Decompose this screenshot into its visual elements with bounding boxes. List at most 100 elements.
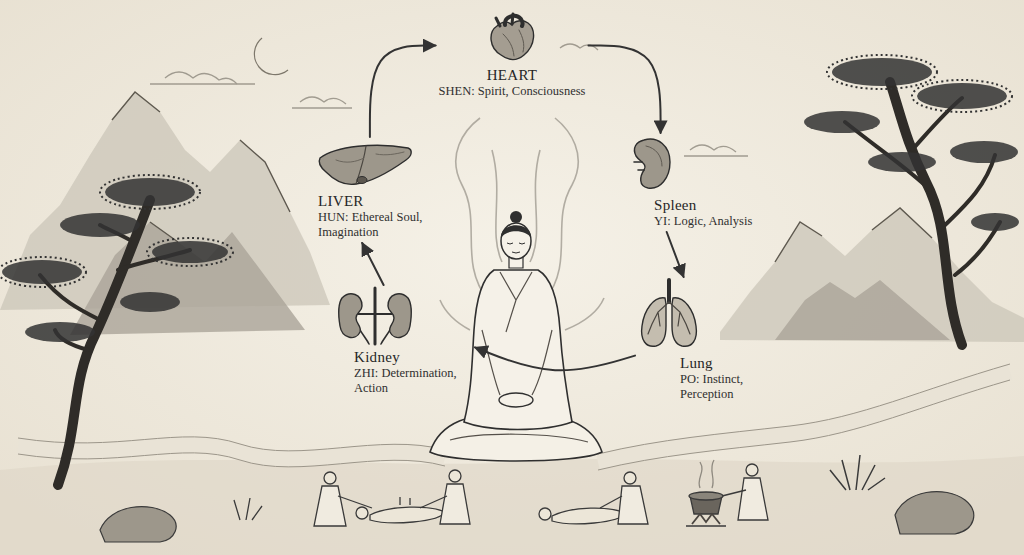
- organ-function: HUN: Ethereal Soul, Imagination: [318, 210, 470, 240]
- pine-tree: [0, 257, 86, 287]
- acupuncture-scene: [449, 470, 461, 482]
- organ-half: [375, 294, 411, 344]
- ink-cloud: [300, 97, 346, 104]
- organ-stroke: [648, 302, 669, 334]
- meditating-figure: [501, 223, 531, 259]
- rock-and-grass: [830, 455, 885, 490]
- organ-stroke: [672, 298, 696, 346]
- cycle-arrows: [362, 46, 683, 371]
- organ-stroke: [642, 298, 666, 346]
- qi-swirl: [492, 150, 502, 262]
- organ-stroke: [667, 280, 671, 302]
- organ-name: LIVER: [318, 192, 470, 210]
- organ-stroke: [374, 288, 377, 344]
- distant-mountains: [775, 280, 950, 340]
- organ-node: HEARTSHEN: Spirit, Consciousness: [439, 10, 586, 99]
- meditating-figure: [430, 211, 602, 461]
- organ-stroke: [319, 145, 411, 184]
- acupuncture-scene: [440, 484, 470, 524]
- organ-function: PO: Instinct, Perception: [680, 372, 790, 402]
- qi-swirl: [456, 118, 488, 300]
- ink-cloud: [690, 145, 736, 152]
- ground-wash: [0, 456, 1024, 555]
- pine-tree: [0, 175, 233, 485]
- organ-icon: [638, 280, 700, 350]
- herbal-cooking-scene: [699, 460, 714, 488]
- organ-node: LungPO: Instinct, Perception: [638, 280, 790, 402]
- rock-and-grass: [100, 507, 176, 542]
- pine-tree: [804, 55, 1019, 345]
- organ-stroke: [358, 313, 375, 315]
- cycle-arrow: [475, 347, 635, 370]
- organ-stroke: [519, 30, 524, 52]
- meditating-figure: [450, 272, 588, 442]
- pine-tree: [912, 80, 1012, 112]
- acupuncture-scene: [314, 486, 346, 526]
- organ-stroke: [503, 34, 514, 56]
- distant-mountains: [720, 208, 1024, 342]
- pine-tree: [120, 292, 180, 312]
- gallbladder: [357, 177, 367, 184]
- herbal-cooking-scene: [689, 492, 723, 500]
- pine-tree: [60, 213, 140, 237]
- organ-icon: [483, 10, 541, 62]
- winding-river: [18, 437, 445, 451]
- qi-swirl: [440, 300, 470, 330]
- herbal-cooking-scene: [722, 490, 746, 496]
- massage-scene: [600, 496, 622, 508]
- acupuncture-scene: [324, 472, 336, 484]
- pine-tree: [917, 83, 1007, 109]
- winding-river: [18, 453, 445, 467]
- cycle-arrow: [667, 232, 684, 277]
- organ-stroke: [669, 302, 690, 334]
- qi-swirl: [530, 150, 540, 262]
- herbal-cooking-scene: [746, 464, 758, 476]
- rock-and-grass: [100, 455, 974, 542]
- acupuncture-scene: [356, 507, 368, 519]
- herbal-cooking-scene: [738, 478, 768, 520]
- pine-tree: [868, 152, 936, 172]
- ink-cloud: [165, 72, 237, 84]
- herbal-cooking-scene: [686, 460, 768, 526]
- massage-scene: [618, 486, 648, 524]
- pine-tree: [100, 175, 200, 209]
- organ-stroke: [491, 21, 534, 60]
- massage-scene: [539, 472, 648, 524]
- crescent-moon: [254, 38, 288, 75]
- pine-tree: [25, 322, 95, 342]
- rock-and-grass: [895, 492, 974, 534]
- ink-cloud: [150, 44, 748, 156]
- meditating-figure: [510, 211, 522, 223]
- organ-name: Spleen: [654, 196, 752, 214]
- pine-tree: [832, 58, 932, 86]
- organ-stroke: [356, 146, 366, 184]
- organ-stroke: [339, 294, 362, 338]
- ink-cloud: [150, 83, 255, 84]
- organ-icon: [316, 140, 414, 188]
- organ-half: [669, 298, 696, 346]
- pine-tree: [2, 260, 82, 284]
- organ-stroke: [634, 162, 644, 170]
- organ-stroke: [388, 294, 411, 338]
- pine-tree: [950, 141, 1018, 163]
- pine-tree: [105, 178, 195, 206]
- organ-function: ZHI: Determination, Action: [354, 366, 472, 396]
- organ-stroke: [634, 139, 670, 188]
- herbal-cooking-scene: [686, 525, 726, 526]
- crescent-moon: [254, 38, 288, 75]
- pine-tree: [804, 111, 880, 133]
- meditating-figure: [501, 225, 531, 238]
- ink-cloud: [292, 107, 352, 108]
- organ-name: Kidney: [354, 348, 472, 366]
- organ-name: HEART: [439, 66, 586, 84]
- organ-icon: [630, 136, 674, 192]
- rock-and-grass: [234, 498, 262, 520]
- winding-river: [598, 380, 1010, 470]
- herbal-cooking-scene: [692, 514, 720, 524]
- winding-river: [598, 372, 1010, 462]
